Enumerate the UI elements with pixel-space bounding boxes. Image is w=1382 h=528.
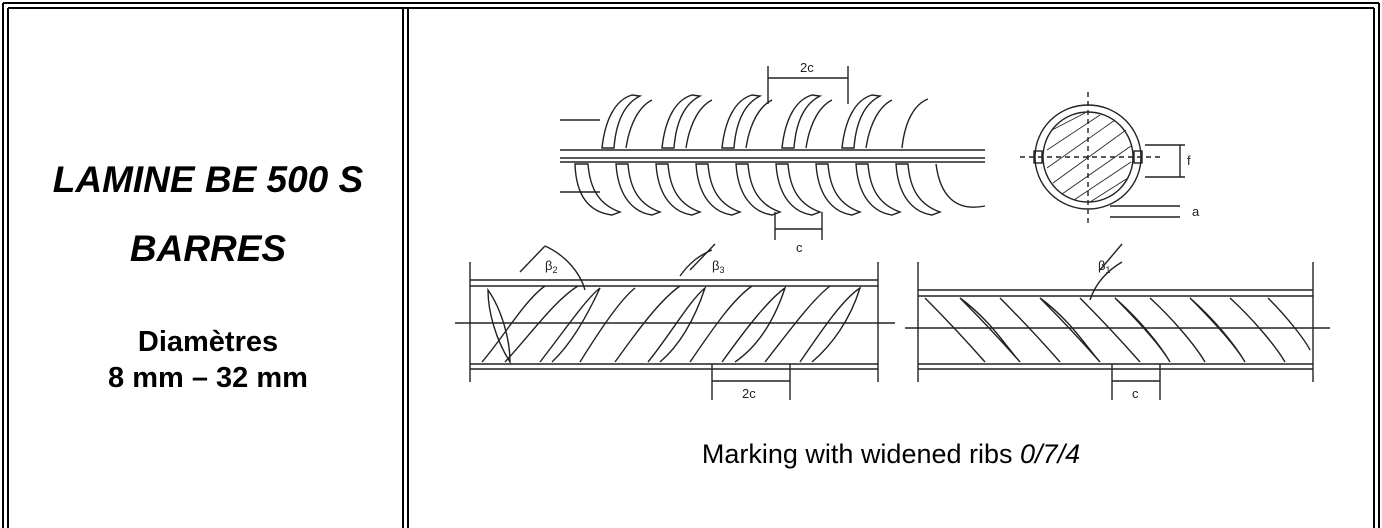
caption-marking-code: 0/7/4	[1020, 439, 1081, 469]
dim-label-2c-top: 2c	[800, 60, 814, 75]
dim-label-c-top: c	[796, 240, 803, 255]
rebar-cross-section	[1020, 92, 1185, 224]
dim-label-c-bottom: c	[1132, 386, 1139, 401]
drawing-caption: Marking with widened ribs 0/7/4	[412, 439, 1370, 470]
angle-label-beta1: β1	[1098, 258, 1111, 275]
angle-label-beta2: β2	[545, 258, 558, 275]
dim-label-a: a	[1192, 204, 1200, 219]
product-subtitle: BARRES	[129, 228, 287, 269]
angle-label-beta3: β3	[712, 258, 725, 275]
rebar-flat-view-right	[905, 243, 1330, 400]
product-cell: LAMINE BE 500 S BARRES Diamètres 8 mm – …	[14, 14, 402, 528]
rebar-flat-view-left	[455, 243, 895, 400]
dim-label-f: f	[1187, 153, 1191, 168]
diameters-range: 8 mm – 32 mm	[108, 362, 308, 394]
dim-label-2c-bottom: 2c	[742, 386, 756, 401]
rebar-technical-drawing: 2c c f a β2 β3 β1 2c c	[455, 60, 1330, 401]
product-title: LAMINE BE 500 S	[52, 159, 364, 200]
rebar-3d-view	[560, 66, 986, 240]
caption-text: Marking with widened ribs	[701, 439, 1021, 469]
diameters-label: Diamètres	[137, 326, 279, 358]
